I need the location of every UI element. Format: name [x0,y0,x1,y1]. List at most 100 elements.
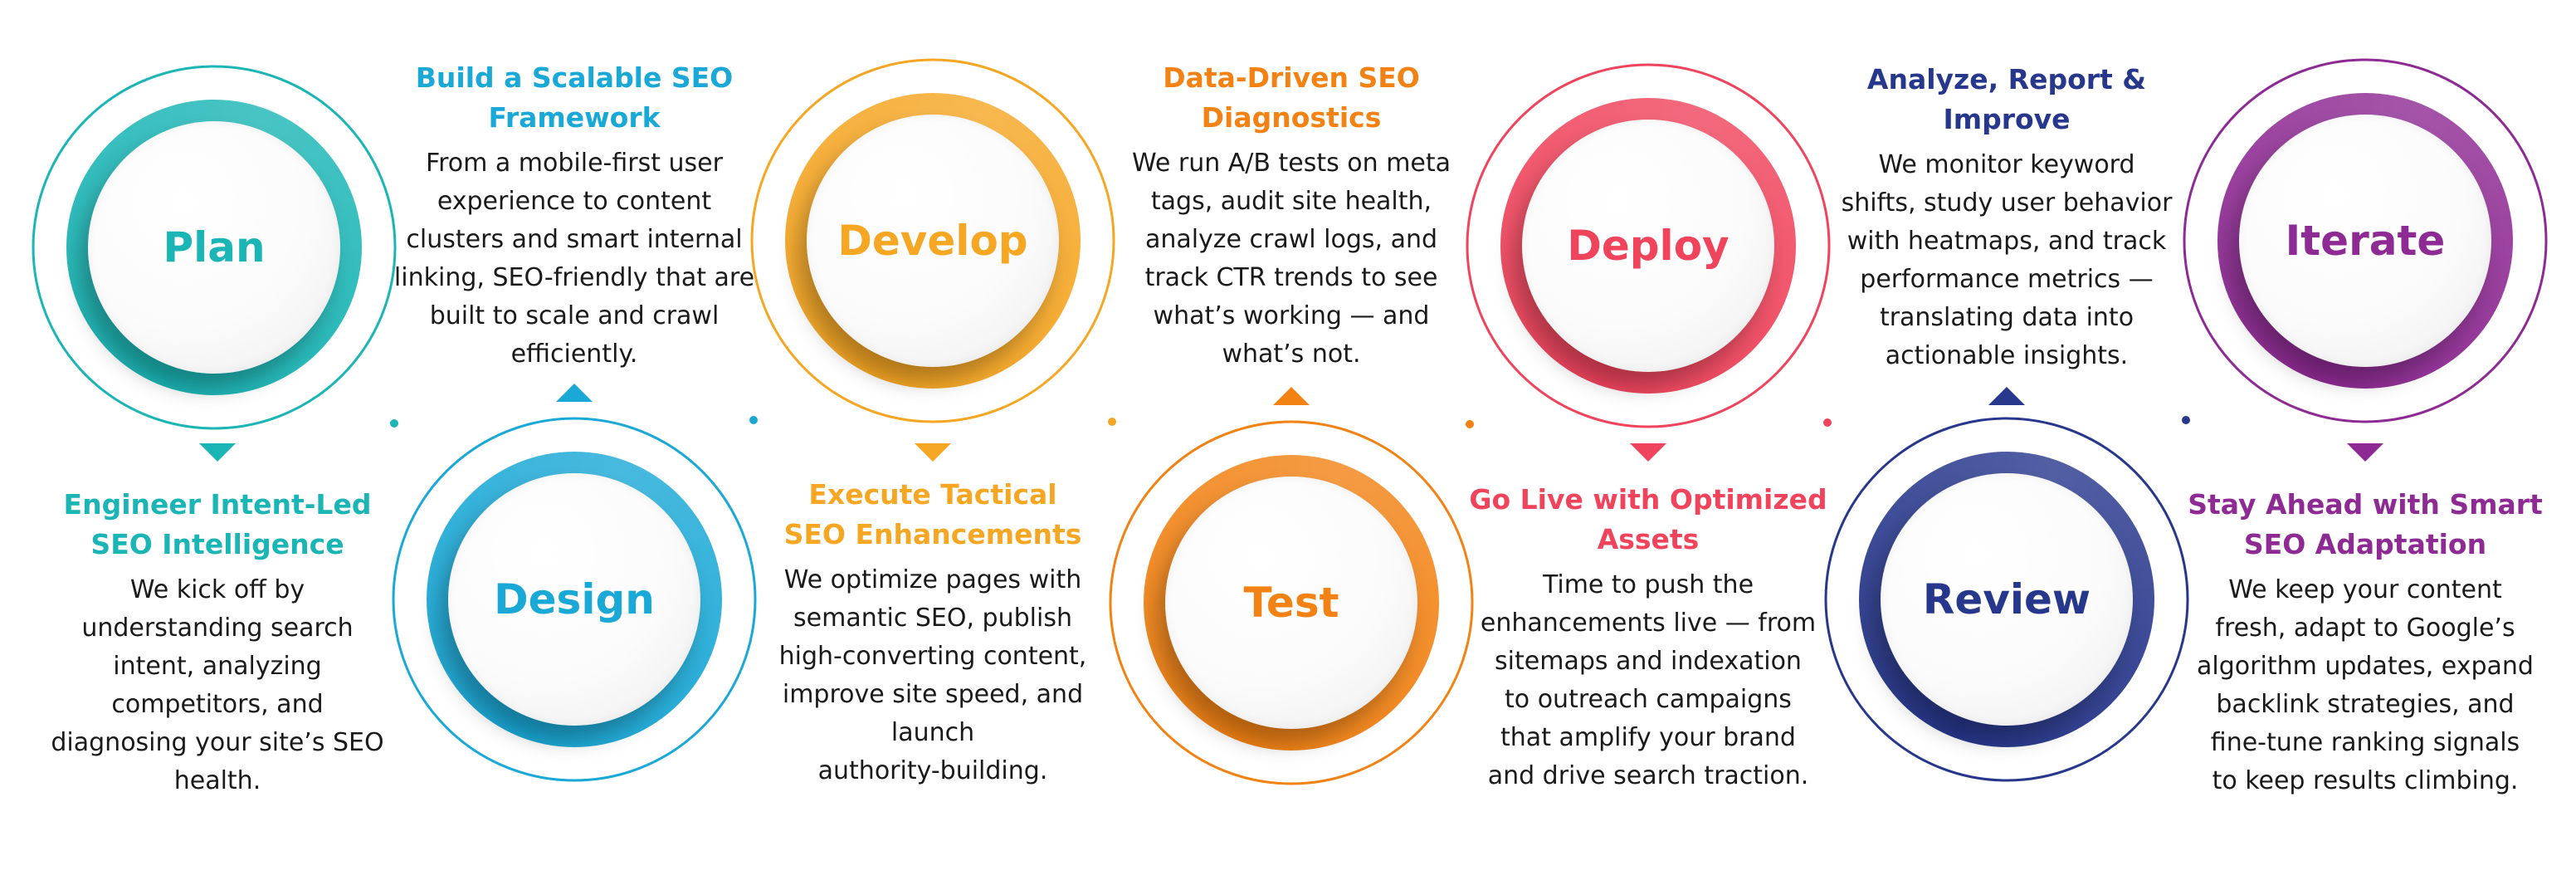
stage-title-line: SEO Adaptation [2243,528,2487,560]
stage-description-line: We keep your content [2228,575,2502,604]
stage-text-review: Analyze, Report & Improve We monitor keywo… [1808,60,2206,375]
stage-description-line: efficiently. [510,340,638,369]
wave-joint-dot [749,416,758,424]
stage-description-deploy: Time to push the enhancements live — from… [1449,566,1847,795]
stage-description-plan: We kick off by understanding search intent… [18,571,417,800]
stage-description-line: analyze crawl logs, and [1144,225,1438,254]
wave-arc-test [1109,420,1474,785]
stage-title-line: Analyze, Report & [1866,63,2147,95]
stage-title-line: Build a Scalable SEO [415,61,734,94]
stage-description-line: clusters and smart internal [406,225,743,254]
stage-title-line: Stay Ahead with Smart [2188,488,2543,521]
stage-description-line: intent, analyzing [113,652,322,681]
stage-description-line: We optimize pages with [783,565,1082,594]
pointer-triangle-icon [199,443,236,462]
wave-joint-dot [390,419,398,428]
stage-description-line: launch [890,718,975,747]
stage-description-line: translating data into [1879,303,2134,332]
wave-arc-iterate [2183,58,2548,423]
wave-joint-dot [1466,420,1474,428]
stage-description-iterate: We keep your content fresh, adapt to Goog… [2166,571,2564,800]
stage-description-line: algorithm updates, expand [2197,652,2534,681]
wave-arc-develop [750,58,1115,423]
wave-arc-review [1824,417,2189,782]
stage-description-line: We run A/B tests on meta [1131,149,1451,178]
pointer-triangle-icon [1273,387,1310,405]
stage-description-line: sitemaps and indexation [1495,647,1802,676]
stage-description-line: diagnosing your site’s SEO [51,728,384,757]
wave-joint-dot [1108,418,1116,426]
wave-joint-dot [2182,416,2190,424]
stage-description-line: to keep results climbing. [2212,766,2519,795]
pointer-triangle-icon [2347,443,2383,462]
stage-description-line: linking, SEO-friendly that are [393,263,755,292]
stage-title-line: SEO Intelligence [90,528,344,560]
stage-label-test: Test [1243,579,1339,627]
stage-label-deploy: Deploy [1567,222,1730,270]
stage-description-line: backlink strategies, and [2216,690,2515,719]
stage-description-line: built to scale and crawl [429,301,720,330]
stage-title-design: Build a Scalable SEO Framework [375,58,773,138]
stage-description-line: shifts, study user behavior [1841,188,2173,218]
stage-description-line: competitors, and [111,690,324,719]
stage-title-line: Data-Driven SEO [1163,61,1420,94]
wave-arc-plan [32,65,397,430]
stage-label-plan: Plan [163,223,266,271]
stage-description-line: fresh, adapt to Google’s [2215,614,2515,643]
stage-title-line: Framework [488,101,661,134]
stage-description-line: that amplify your brand [1500,723,1796,752]
stage-label-design: Design [494,575,655,623]
stage-circle-plan: Plan [66,100,362,395]
stage-description-line: From a mobile-first user [426,149,723,178]
stage-description-line: high-converting content, [778,642,1087,671]
stage-description-design: From a mobile-first user experience to co… [375,144,773,374]
stage-title-line: Engineer Intent-Led [63,488,372,521]
stage-description-line: what’s not. [1222,340,1361,369]
stage-title-line: Execute Tactical [808,478,1057,511]
pointer-triangle-icon [556,384,593,402]
stage-circle-test: Test [1144,455,1439,751]
stage-circle-iterate: Iterate [2217,93,2513,389]
stage-description-line: Time to push the [1542,570,1754,599]
stage-description-line: with heatmaps, and track [1847,227,2167,256]
stage-description-line: to outreach campaigns [1505,685,1792,714]
stage-description-line: We kick off by [129,575,305,604]
stage-label-develop: Develop [837,217,1028,265]
pointer-triangle-icon [1630,443,1666,462]
stage-description-line: enhancements live — from [1480,609,1817,638]
stage-description-line: what’s working — and [1153,301,1430,330]
stage-circle-deploy: Deploy [1500,98,1796,394]
stage-label-review: Review [1922,575,2091,623]
stage-title-line: SEO Enhancements [783,518,1082,550]
stage-description-line: performance metrics — [1860,265,2154,294]
pointer-triangle-icon [915,443,951,462]
stage-description-line: tags, audit site health, [1150,187,1432,216]
stage-description-line: actionable insights. [1885,341,2129,370]
stage-description-line: track CTR trends to see [1144,263,1438,292]
stage-description-line: semantic SEO, publish [793,604,1072,633]
stage-circle-design: Design [427,452,722,747]
stage-description-line: health. [173,766,261,795]
stage-title-line: Improve [1943,103,2071,135]
stage-title-line: Assets [1597,523,1700,555]
pointer-triangle-icon [1988,387,2025,405]
stage-description-line: experience to content [437,187,712,216]
stage-description-line: understanding search [81,614,354,643]
stage-circle-develop: Develop [785,93,1081,389]
stage-description-line: and drive search traction. [1487,761,1809,790]
stage-title-review: Analyze, Report & Improve [1808,60,2206,139]
stage-description-line: improve site speed, and [782,680,1084,709]
stage-description-line: authority-building. [817,756,1048,785]
wave-joint-dot [1823,418,1832,427]
